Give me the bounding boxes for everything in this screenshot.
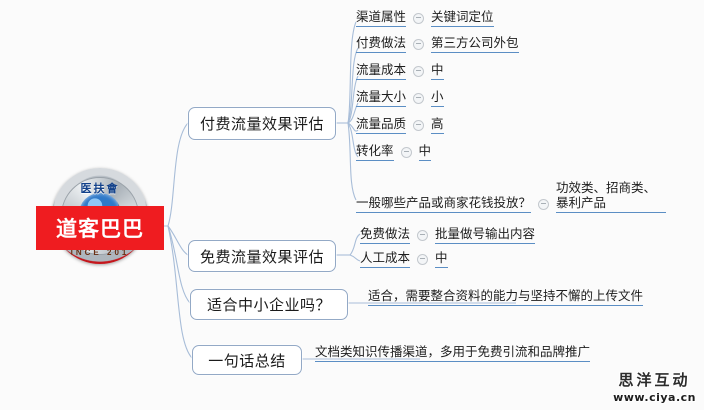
leaf-value: 中	[431, 62, 444, 80]
branch-node-paid-label: 付费流量效果评估	[199, 115, 324, 133]
leaf-label: 付费做法	[356, 35, 407, 53]
leaf-value: 小	[431, 89, 444, 107]
central-node[interactable]: 医扶會 INCE 201 道客巴巴	[36, 166, 164, 290]
leaf-label: 免费做法	[360, 226, 411, 244]
leaf-traffic-quality[interactable]: 流量品质 高	[356, 116, 444, 134]
watermark-url: www.ciya.cn	[613, 391, 696, 404]
minus-circle-icon[interactable]	[538, 199, 550, 210]
branch-node-free-label: 免费流量效果评估	[199, 247, 324, 266]
leaf-labor-cost[interactable]: 人工成本 中	[360, 250, 448, 268]
leaf-label: 渠道属性	[356, 9, 407, 27]
minus-circle-icon[interactable]	[400, 147, 412, 158]
watermark-brand: 思洋互动	[618, 371, 691, 389]
branch-node-summary[interactable]: 一句话总结	[192, 345, 302, 375]
minus-circle-icon[interactable]	[413, 93, 425, 104]
leaf-label: 流量成本	[356, 62, 407, 80]
minus-circle-icon[interactable]	[413, 39, 425, 50]
leaf-conversion-rate[interactable]: 转化率 中	[356, 143, 432, 161]
minus-circle-icon[interactable]	[417, 230, 429, 241]
leaf-value: 批量做号输出内容	[435, 226, 536, 244]
leaf-value: 功效类、招商类、暴利产品	[556, 180, 667, 213]
leaf-value: 中	[418, 143, 432, 161]
minus-circle-icon[interactable]	[413, 13, 425, 24]
central-node-label: 道客巴巴	[56, 217, 144, 241]
leaf-label: 人工成本	[360, 250, 411, 268]
central-node-banner[interactable]: 道客巴巴	[36, 206, 164, 250]
branch-node-sme-label: 适合中小企业吗？	[206, 296, 331, 314]
leaf-free-method[interactable]: 免费做法 批量做号输出内容	[360, 226, 536, 244]
leaf-value: 中	[435, 250, 448, 268]
branch-node-free[interactable]: 免费流量效果评估	[188, 240, 336, 272]
minus-circle-icon[interactable]	[413, 120, 425, 131]
logo-bottom-text: INCE 201	[70, 248, 130, 257]
leaf-value: 第三方公司外包	[431, 35, 519, 53]
leaf-label: 流量大小	[356, 89, 407, 107]
logo-top-text: 医扶會	[80, 183, 120, 195]
minus-circle-icon[interactable]	[417, 254, 429, 265]
leaf-label: 一般哪些产品或商家花钱投放？	[356, 195, 532, 213]
leaf-traffic-cost[interactable]: 流量成本 中	[356, 62, 444, 80]
leaf-value: 高	[431, 116, 444, 134]
minus-circle-icon[interactable]	[413, 66, 425, 77]
leaf-traffic-volume[interactable]: 流量大小 小	[356, 89, 444, 107]
leaf-value: 关键词定位	[431, 9, 494, 27]
leaf-paid-method[interactable]: 付费做法 第三方公司外包	[356, 35, 519, 53]
branch-node-paid[interactable]: 付费流量效果评估	[188, 107, 336, 140]
leaf-which-products-pay[interactable]: 一般哪些产品或商家花钱投放？ 功效类、招商类、暴利产品	[356, 180, 667, 213]
leaf-sme-answer: 适合，需要整合资料的能力与坚持不懈的上传文件	[368, 288, 644, 306]
leaf-label: 转化率	[356, 143, 394, 161]
branch-node-sme[interactable]: 适合中小企业吗？	[190, 289, 348, 320]
branch-node-summary-label: 一句话总结	[208, 351, 286, 370]
watermark: 思洋互动 www.ciya.cn	[613, 369, 696, 404]
leaf-channel-attribute[interactable]: 渠道属性 关键词定位	[356, 9, 494, 27]
leaf-label: 流量品质	[356, 116, 407, 134]
leaf-summary-answer: 文档类知识传播渠道，多用于免费引流和品牌推广	[315, 344, 591, 362]
